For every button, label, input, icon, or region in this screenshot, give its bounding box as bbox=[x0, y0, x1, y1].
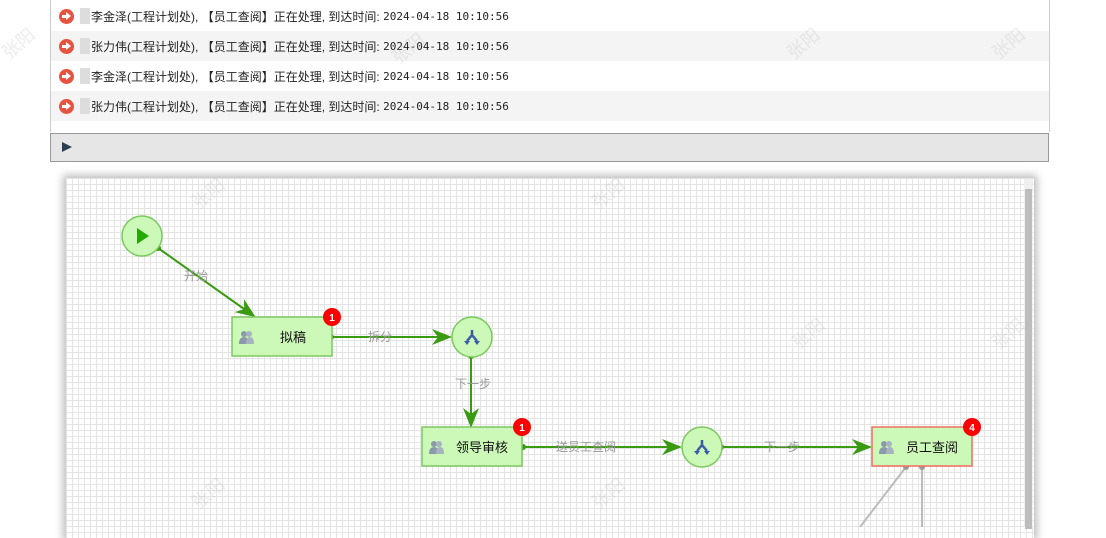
badge-count: 1 bbox=[519, 423, 525, 434]
arrow-right-icon bbox=[59, 68, 74, 84]
redacted-name bbox=[80, 38, 90, 54]
node-label: 拟稿 bbox=[280, 330, 306, 345]
timestamp: 2024-04-18 10:10:56 bbox=[383, 69, 509, 83]
list-item[interactable]: 张力伟(工程计划处), 【员工查阅】正在处理, 到达时间: 2024-04-18… bbox=[51, 91, 1049, 121]
step-name: 【员工查阅】 bbox=[201, 9, 274, 24]
edge-next2[interactable]: 下一步 bbox=[718, 439, 872, 455]
redacted-name bbox=[80, 68, 90, 84]
timestamp: 2024-04-18 10:10:56 bbox=[383, 9, 509, 23]
timestamp: 2024-04-18 10:10:56 bbox=[383, 99, 509, 113]
timestamp: 2024-04-18 10:10:56 bbox=[383, 39, 509, 53]
edge-start[interactable]: 开始 bbox=[155, 245, 256, 318]
arrow-right-icon bbox=[59, 8, 74, 24]
fork-node-2[interactable] bbox=[681, 426, 723, 468]
dept: (工程计划处), bbox=[127, 99, 199, 114]
step-name: 【员工查阅】 bbox=[201, 99, 274, 114]
badge bbox=[323, 308, 341, 326]
edge-label-send: 送员工查阅 bbox=[556, 439, 616, 454]
badge-count: 4 bbox=[969, 423, 975, 434]
edge-next1[interactable]: 下一步 bbox=[455, 353, 491, 428]
dept: (工程计划处), bbox=[127, 39, 199, 54]
collapse-bar[interactable] bbox=[50, 133, 1049, 162]
scrollbar[interactable] bbox=[1024, 179, 1033, 529]
status: 正在处理, bbox=[273, 9, 326, 24]
flow-diagram: 开始 拆分 下一步 送员工查阅 下一步 拟稿 1 bbox=[121, 215, 981, 527]
arrive-label: 到达时间: bbox=[328, 39, 380, 54]
dept: (工程计划处), bbox=[127, 69, 199, 84]
edge-pending[interactable] bbox=[859, 464, 925, 527]
node-label: 员工查阅 bbox=[906, 440, 958, 455]
badge-count: 1 bbox=[329, 313, 335, 324]
expand-arrow-icon[interactable] bbox=[62, 142, 72, 152]
user-name: 张力伟 bbox=[91, 39, 128, 54]
edge-label-next1: 下一步 bbox=[455, 377, 491, 391]
fork-node-1[interactable] bbox=[451, 316, 493, 358]
arrive-label: 到达时间: bbox=[328, 69, 380, 84]
node-staff-review[interactable]: 员工查阅 4 bbox=[871, 418, 981, 467]
arrow-right-icon bbox=[59, 98, 74, 114]
user-name: 张力伟 bbox=[91, 99, 128, 114]
edge-split[interactable]: 拆分 bbox=[328, 329, 452, 345]
step-name: 【员工查阅】 bbox=[201, 39, 274, 54]
node-label: 领导审核 bbox=[456, 440, 508, 455]
user-name: 李金泽 bbox=[91, 69, 128, 84]
message-list: 李金泽(工程计划处), 【员工查阅】正在处理, 到达时间: 2024-04-18… bbox=[50, 0, 1050, 132]
edge-label-split: 拆分 bbox=[368, 329, 392, 344]
redacted-name bbox=[80, 8, 90, 24]
arrow-right-icon bbox=[59, 38, 74, 54]
flow-canvas[interactable] bbox=[66, 178, 1034, 538]
dept: (工程计划处), bbox=[127, 9, 199, 24]
badge bbox=[963, 418, 981, 436]
arrive-label: 到达时间: bbox=[328, 9, 380, 24]
user-name: 李金泽 bbox=[91, 9, 128, 24]
status: 正在处理, bbox=[273, 39, 326, 54]
node-leader-review[interactable]: 领导审核 1 bbox=[421, 418, 531, 467]
step-name: 【员工查阅】 bbox=[201, 69, 274, 84]
edge-send[interactable]: 送员工查阅 bbox=[520, 439, 682, 455]
start-node[interactable] bbox=[121, 215, 163, 257]
list-item[interactable]: 张力伟(工程计划处), 【员工查阅】正在处理, 到达时间: 2024-04-18… bbox=[51, 31, 1049, 61]
node-draft[interactable]: 拟稿 1 bbox=[231, 308, 341, 357]
redacted-name bbox=[80, 98, 90, 114]
arrive-label: 到达时间: bbox=[328, 99, 380, 114]
status: 正在处理, bbox=[273, 99, 326, 114]
badge bbox=[513, 418, 531, 436]
status: 正在处理, bbox=[273, 69, 326, 84]
scrollbar-thumb[interactable] bbox=[1025, 189, 1032, 529]
edge-label-next2: 下一步 bbox=[764, 440, 800, 454]
list-item[interactable]: 李金泽(工程计划处), 【员工查阅】正在处理, 到达时间: 2024-04-18… bbox=[51, 1, 1049, 31]
list-item[interactable]: 李金泽(工程计划处), 【员工查阅】正在处理, 到达时间: 2024-04-18… bbox=[51, 61, 1049, 91]
edge-label-start: 开始 bbox=[184, 269, 208, 283]
play-icon bbox=[137, 228, 149, 244]
